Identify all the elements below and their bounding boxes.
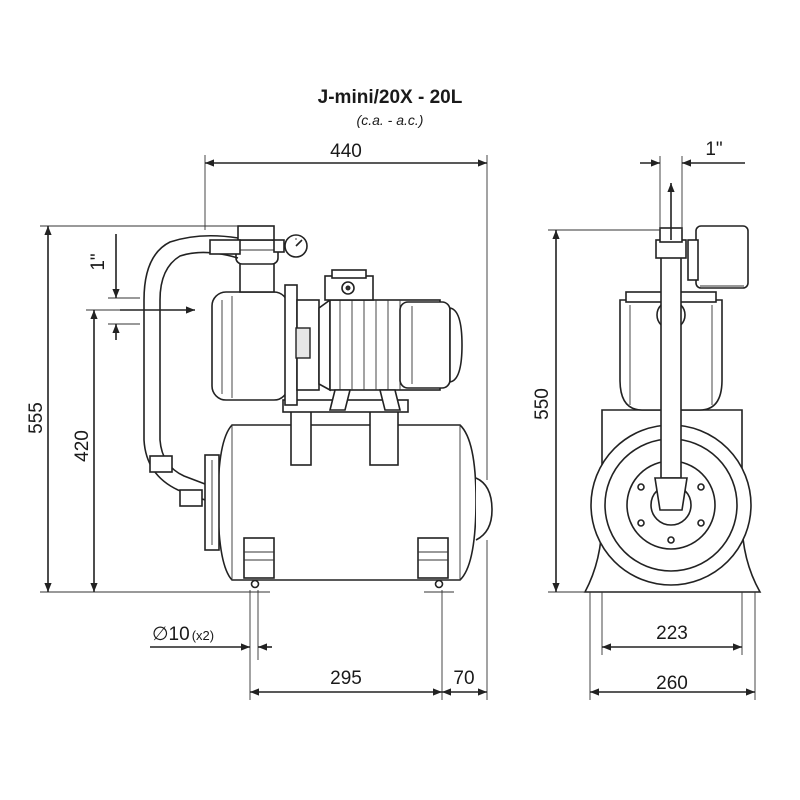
side-dimensions: 1" 550 223 260: [532, 139, 756, 700]
dim-height-outlet: 420: [72, 430, 93, 462]
motor: [328, 299, 463, 411]
outlet-fitting: [235, 225, 288, 293]
dim-foot-hole: ∅10(x2): [152, 624, 214, 645]
dim-side-outer-width: 260: [656, 673, 688, 694]
front-view: [120, 225, 493, 593]
terminal-box-icon: [324, 269, 374, 301]
dim-foot-offset: 70: [453, 668, 474, 689]
flexible-hose: [143, 234, 241, 507]
drawing-title: J-mini/20X - 20L: [318, 87, 463, 108]
pressure-gauge-icon: [284, 234, 308, 258]
tank: [204, 424, 493, 593]
dim-outlet-thread: 1": [705, 139, 722, 160]
dim-inlet-thread: 1": [88, 253, 109, 270]
side-view: [583, 183, 762, 593]
dim-width-total: 440: [330, 141, 362, 162]
dim-foot-spacing: 295: [330, 668, 362, 689]
dim-side-inner-width: 223: [656, 623, 688, 644]
dim-side-height: 550: [532, 388, 553, 420]
pressure-switch-icon: [687, 225, 749, 289]
front-dimensions: 440 555 420 1" 295 70 ∅10(x2): [26, 141, 488, 700]
pump-body: [211, 284, 331, 406]
dim-height-total: 555: [26, 402, 47, 434]
drawing-subtitle: (c.a. - a.c.): [357, 112, 424, 128]
